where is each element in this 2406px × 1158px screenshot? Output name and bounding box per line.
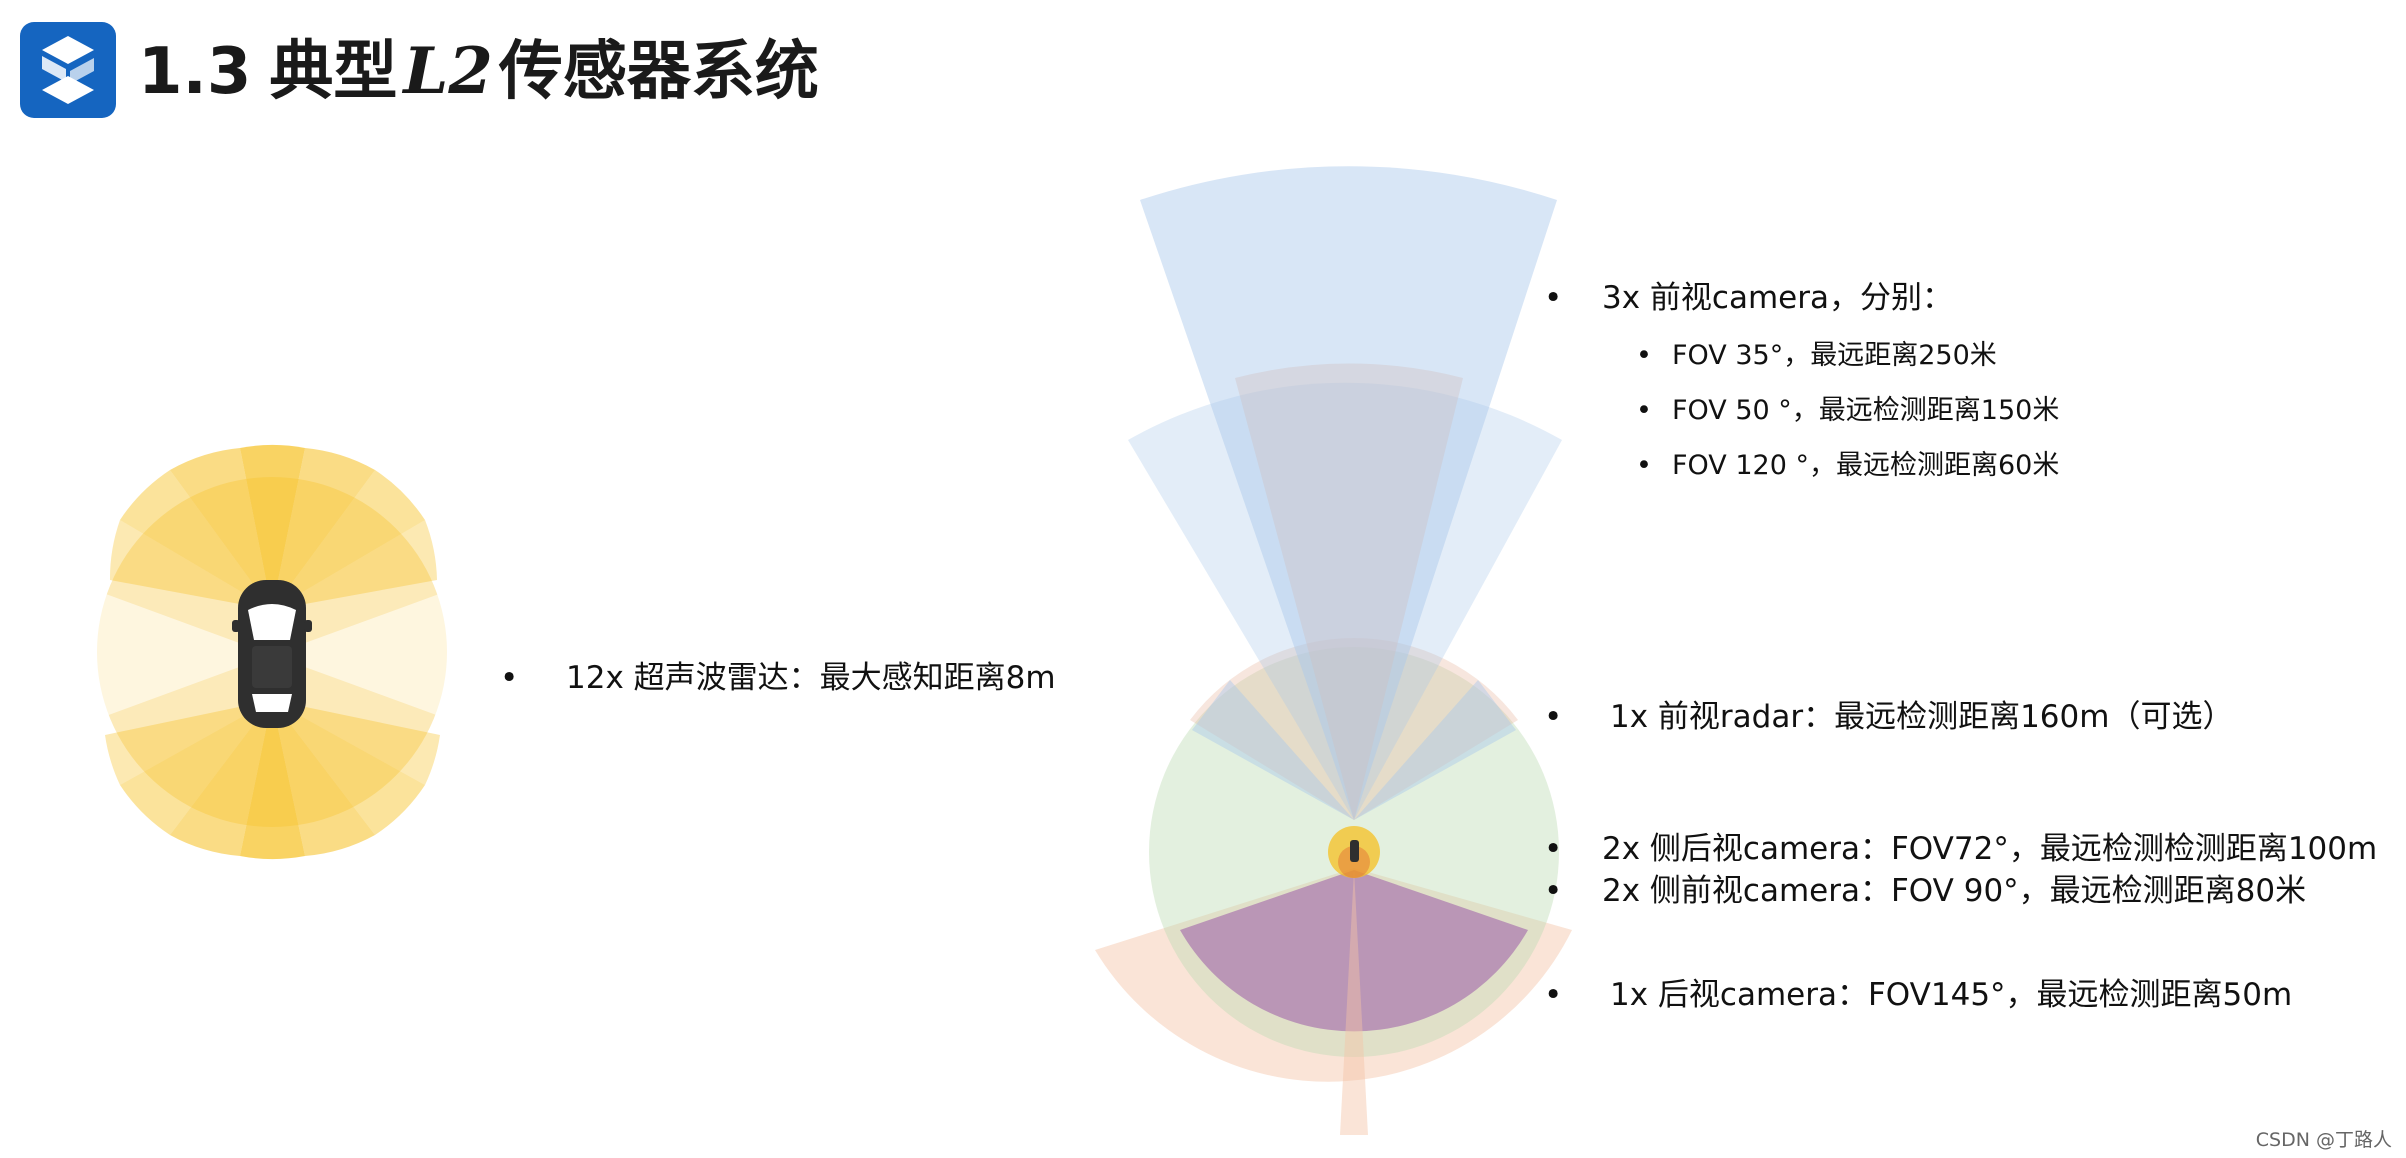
side-front-camera-bullet: • 2x 侧前视camera：FOV 90°，最远检测距离80米 [1544,871,2306,911]
side-rear-camera-bullet: • 2x 侧后视camera：FOV72°，最远检测检测距离100m [1544,829,2377,869]
rear-camera-text: 1x 后视camera：FOV145°，最远检测距离50m [1610,977,2293,1013]
ultrasonic-text: 12x 超声波雷达：最大感知距离8m [566,660,1056,696]
front-camera-bullet: • 3x 前视camera，分别： [1544,278,1953,318]
bullet-dot: • [1544,280,1563,316]
side-front-camera-text: 2x 侧前视camera：FOV 90°，最远检测距离80米 [1602,873,2307,909]
bullet-dot: • [500,660,519,696]
ultrasonic-coverage [95,444,450,860]
bullet-dot: • [1636,395,1652,426]
front-camera-sub-1-text: FOV 35°，最远距离250米 [1672,340,1997,371]
bullet-dot: • [1544,873,1563,909]
side-rear-camera-text: 2x 侧后视camera：FOV72°，最远检测检测距离100m [1602,831,2378,867]
ultrasonic-bullet: • 12x 超声波雷达：最大感知距离8m [500,658,1056,698]
bullet-dot: • [1544,831,1563,867]
title-l2: L2 [403,34,493,109]
bullet-dot: • [1636,450,1652,481]
front-camera-text: 3x 前视camera，分别： [1602,280,1953,316]
title-suffix: 传感器系统 [498,35,819,109]
car-icon [232,580,312,728]
front-camera-sub-3: • FOV 120 °，最远检测距离60米 [1636,448,2059,484]
radar-bullet: • 1x 前视radar：最远检测距离160m（可选） [1544,697,2233,737]
title-number: 1.3 [138,35,252,109]
bullet-dot: • [1636,340,1652,371]
front-camera-sub-1: • FOV 35°，最远距离250米 [1636,338,1997,374]
watermark: CSDN @丁路人 [2255,1129,2392,1151]
title-prefix: 典型 [269,35,398,109]
front-camera-sub-2: • FOV 50 °，最远检测距离150米 [1636,393,2059,429]
multi-sensor-coverage [1095,166,1572,1135]
bullet-dot: • [1544,977,1563,1013]
rear-camera-bullet: • 1x 后视camera：FOV145°，最远检测距离50m [1544,975,2292,1015]
bullet-dot: • [1544,699,1563,735]
brand-s-logo-icon [20,22,116,118]
radar-text: 1x 前视radar：最远检测距离160m（可选） [1610,699,2234,735]
front-camera-sub-3-text: FOV 120 °，最远检测距离60米 [1672,450,2060,481]
front-camera-sub-2-text: FOV 50 °，最远检测距离150米 [1672,395,2060,426]
